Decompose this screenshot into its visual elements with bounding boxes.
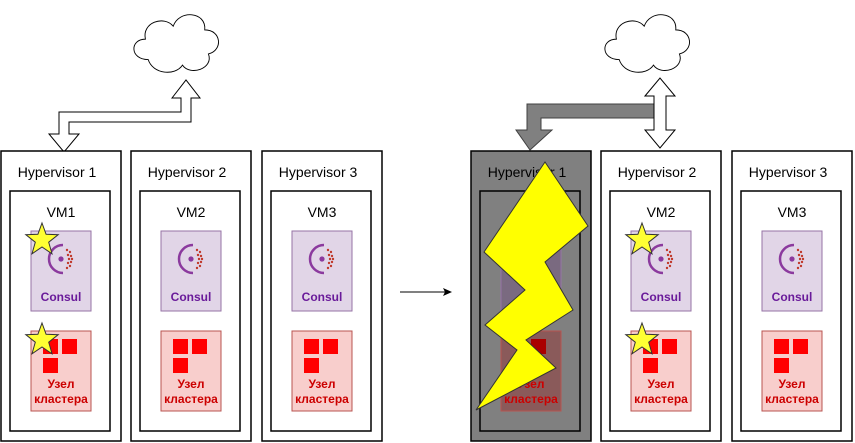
cluster-node-box xyxy=(761,330,823,412)
cluster-node-icon xyxy=(774,339,808,373)
consul-label: Consul xyxy=(41,290,82,304)
consul-label: Consul xyxy=(641,290,682,304)
lightning-icon xyxy=(475,161,589,411)
leader-star-icon xyxy=(624,321,660,355)
consul-label: Consul xyxy=(772,290,813,304)
leader-star-icon xyxy=(24,221,60,255)
cluster-node-label: кластера xyxy=(504,392,558,406)
leader-star-icon xyxy=(624,221,660,255)
hypervisor-title: Hypervisor 1 xyxy=(18,164,97,180)
cluster-node-box xyxy=(291,330,353,412)
cluster-node-label: кластера xyxy=(765,392,819,406)
network-link-arrow xyxy=(47,79,202,153)
consul-label: Consul xyxy=(171,290,212,304)
failed-link-arrow xyxy=(515,103,661,151)
hypervisor-title: Hypervisor 3 xyxy=(749,164,828,180)
cluster-node-label: кластера xyxy=(34,392,88,406)
cluster-node-label: Узел xyxy=(309,377,336,391)
cluster-node-label: кластера xyxy=(164,392,218,406)
hypervisor-title: Hypervisor 2 xyxy=(618,164,697,180)
vm-title: VM2 xyxy=(647,204,676,220)
cluster-node-label: Узел xyxy=(648,377,675,391)
vm-title: VM3 xyxy=(308,204,337,220)
cluster-node-label: Узел xyxy=(178,377,205,391)
vm-title: VM3 xyxy=(778,204,807,220)
transition-arrowhead xyxy=(443,288,452,296)
network-link-arrow xyxy=(643,77,677,149)
consul-label: Consul xyxy=(302,290,343,304)
cluster-node-label: Узел xyxy=(48,377,75,391)
cluster-node-label: Узел xyxy=(779,377,806,391)
hypervisor-title: Hypervisor 2 xyxy=(148,164,227,180)
cluster-node-icon xyxy=(304,339,338,373)
vm-title: VM2 xyxy=(177,204,206,220)
hypervisor-title: Hypervisor 3 xyxy=(279,164,358,180)
cloud-icon xyxy=(133,14,220,73)
vm-title: VM1 xyxy=(47,204,76,220)
cloud-icon xyxy=(604,14,691,73)
cluster-node-icon xyxy=(173,339,207,373)
cluster-node-box xyxy=(160,330,222,412)
cluster-node-label: кластера xyxy=(295,392,349,406)
leader-star-icon xyxy=(24,321,60,355)
cluster-node-label: кластера xyxy=(634,392,688,406)
